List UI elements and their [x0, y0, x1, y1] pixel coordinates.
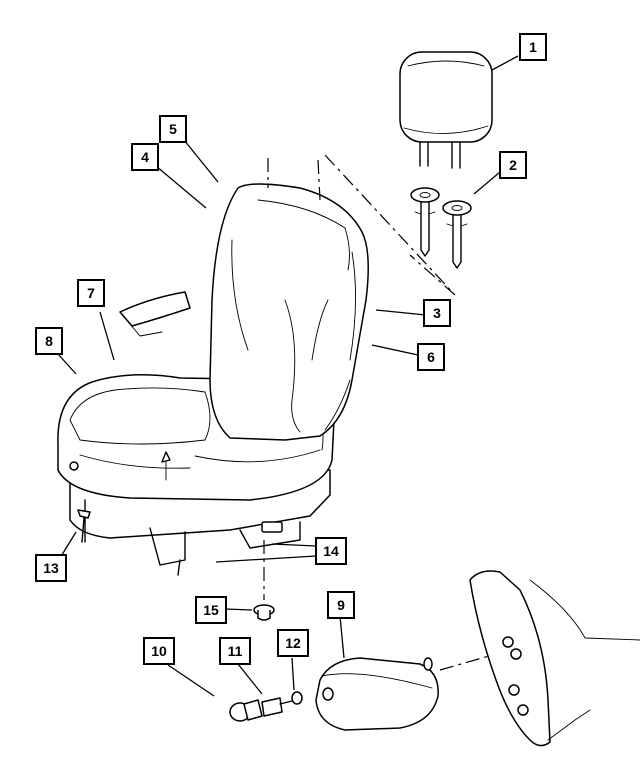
svg-text:15: 15 [203, 602, 219, 618]
callout-1: 1 [519, 33, 547, 61]
svg-text:10: 10 [151, 643, 167, 659]
headrest [399, 51, 493, 169]
armrest-bolt-11 [261, 697, 297, 717]
callout-7: 7 [77, 279, 105, 307]
svg-text:13: 13 [43, 560, 59, 576]
callout-2: 2 [499, 151, 527, 179]
headrest-guides [410, 187, 472, 269]
callout-4: 4 [131, 143, 159, 171]
armrest-pivot-washer [423, 657, 433, 671]
svg-text:2: 2 [509, 157, 517, 173]
svg-text:9: 9 [337, 597, 345, 613]
svg-text:14: 14 [323, 543, 339, 559]
callout-14: 14 [315, 537, 347, 565]
leader-lines [57, 55, 519, 697]
seat-side-frame [469, 570, 640, 747]
svg-text:4: 4 [141, 149, 149, 165]
seat-assembly [57, 183, 369, 576]
washer-12 [291, 691, 303, 705]
svg-text:5: 5 [169, 121, 177, 137]
svg-text:11: 11 [228, 643, 243, 659]
callout-11: 11 [219, 637, 251, 665]
svg-text:1: 1 [529, 39, 537, 55]
callout-5: 5 [159, 115, 187, 143]
callout-15: 15 [195, 596, 227, 624]
svg-text:12: 12 [285, 635, 301, 651]
callout-3: 3 [423, 299, 451, 327]
svg-text:8: 8 [45, 333, 53, 349]
svg-text:6: 6 [427, 349, 435, 365]
headrest-install-path [317, 154, 456, 296]
callout-9: 9 [327, 591, 355, 619]
callout-6: 6 [417, 343, 445, 371]
armrest-knob-10 [229, 699, 263, 722]
bolt-13 [77, 509, 91, 543]
callout-12: 12 [277, 629, 309, 657]
callout-8: 8 [35, 327, 63, 355]
callout-10: 10 [143, 637, 175, 665]
nut-15 [253, 604, 275, 621]
callout-13: 13 [35, 554, 67, 582]
svg-text:7: 7 [87, 285, 95, 301]
svg-text:3: 3 [433, 305, 441, 321]
armrest [315, 657, 439, 731]
